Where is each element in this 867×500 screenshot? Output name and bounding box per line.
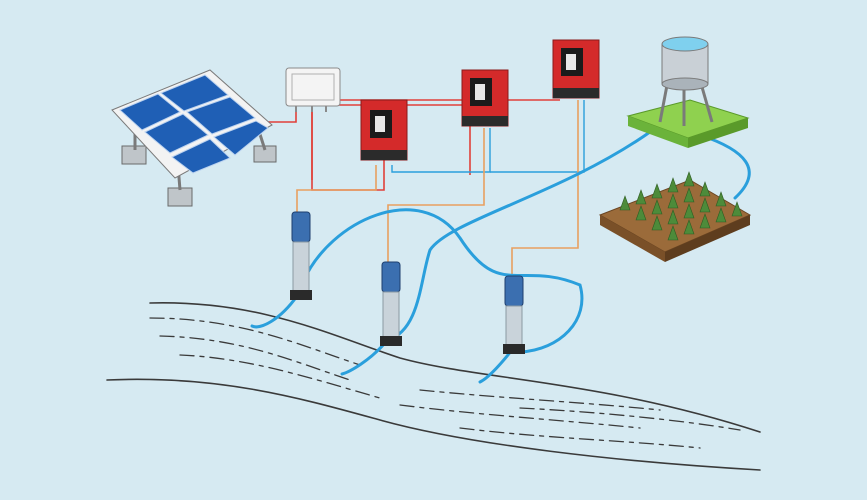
crop-field-icon [598, 171, 752, 262]
water-tower-icon [626, 36, 750, 148]
pump-icon [290, 211, 312, 300]
pump-icon [503, 275, 525, 354]
pump-icon [380, 261, 402, 346]
solar-panel-icon [111, 69, 277, 207]
river-icon [106, 302, 761, 471]
controller-icon [461, 69, 509, 127]
junction-box-icon [285, 67, 341, 112]
controller-icon [552, 39, 600, 99]
controller-icon [360, 99, 408, 161]
